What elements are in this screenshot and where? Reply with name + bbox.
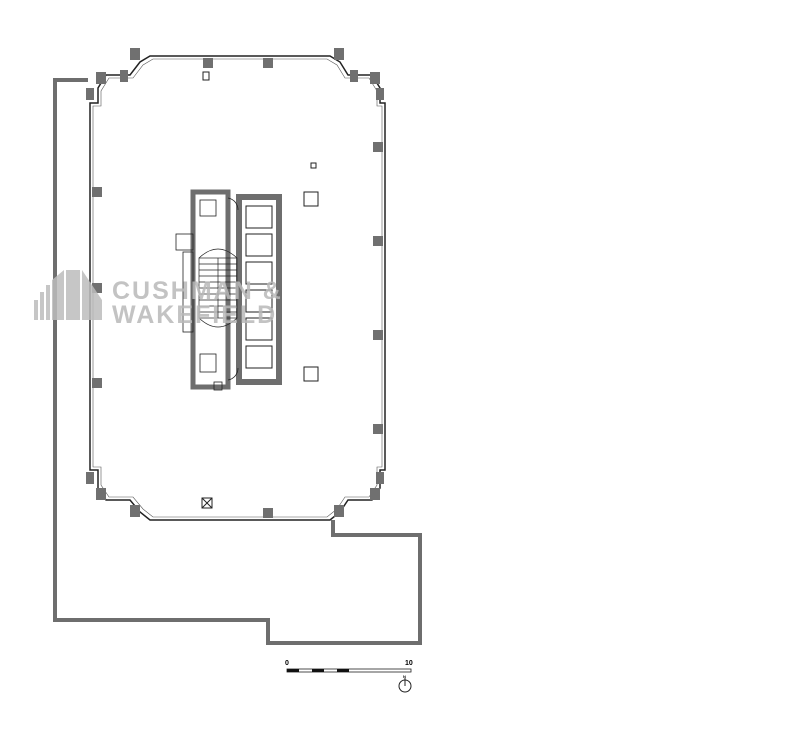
north-label: N <box>403 674 406 679</box>
scale-bar <box>286 668 412 673</box>
watermark-line1: CUSHMAN & <box>112 277 283 305</box>
small-shafts <box>201 71 319 509</box>
stairs <box>198 248 238 328</box>
elevators <box>245 205 273 369</box>
building-core <box>175 189 282 391</box>
scale-end-label: 10 <box>405 660 413 667</box>
columns <box>92 58 383 518</box>
corner-columns <box>86 48 384 517</box>
scale-start-label: 0 <box>285 660 289 667</box>
watermark-line2: WAKEFIELD <box>112 301 278 329</box>
north-arrow-icon <box>398 678 412 693</box>
watermark-logo-icon <box>34 270 102 320</box>
terrace-wall <box>53 78 422 645</box>
